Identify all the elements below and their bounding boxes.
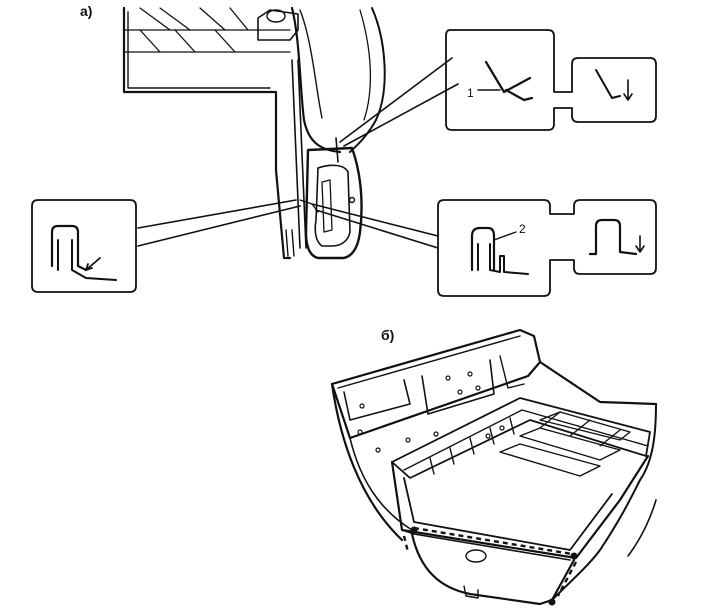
weld-spot-icon — [410, 526, 418, 534]
panel-a-body-section — [122, 6, 386, 260]
callout-box-lower-right — [437, 199, 657, 297]
callout-pointers — [137, 57, 459, 249]
weld-spot-icon — [570, 552, 578, 560]
panel-b-rear-section — [330, 328, 658, 606]
weld-spot-icon — [548, 598, 556, 606]
callout-box-upper-right — [445, 29, 657, 131]
panel-a-label: а) — [80, 3, 93, 19]
panel-b-label: б) — [381, 327, 395, 343]
callout-box-lower-left — [31, 199, 137, 293]
callout-number-2: 2 — [519, 222, 526, 236]
callout-number-1: 1 — [467, 86, 474, 100]
